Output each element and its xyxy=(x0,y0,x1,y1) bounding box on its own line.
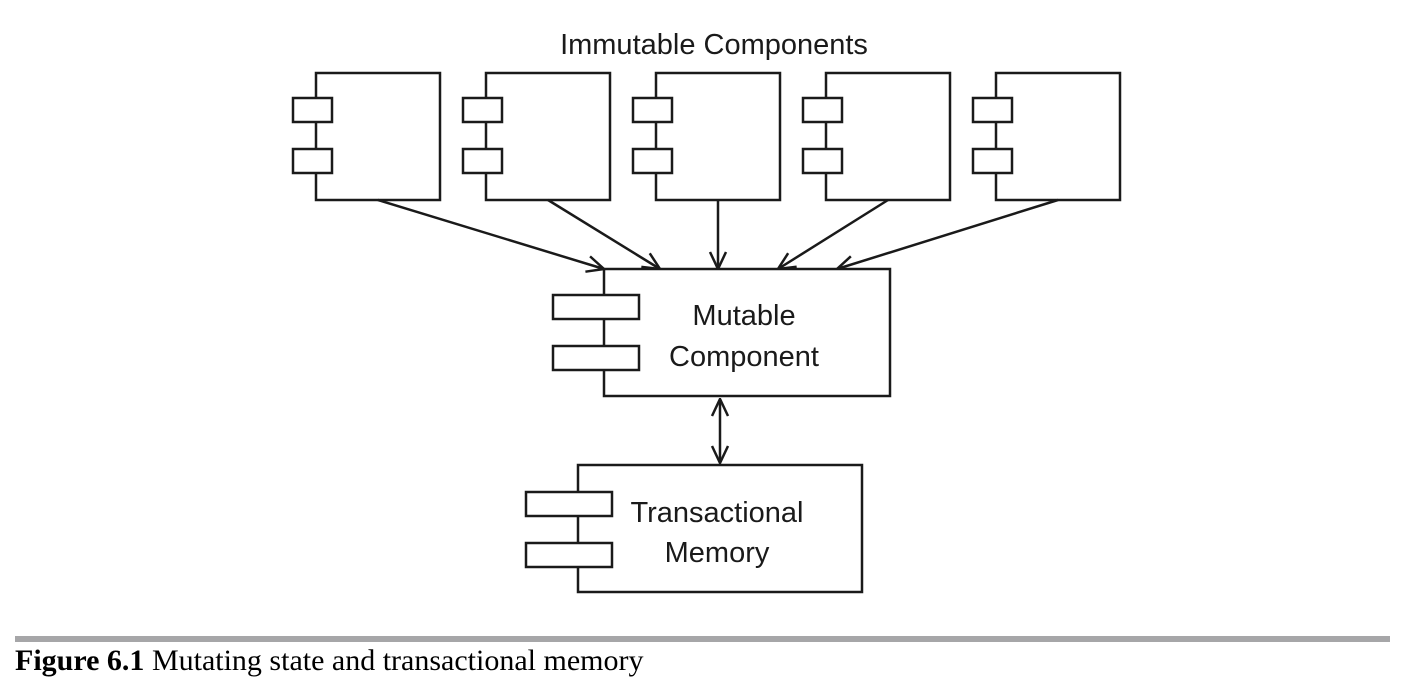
immutable-port-top xyxy=(971,96,1014,124)
arrow-immutable-5 xyxy=(837,198,1059,269)
immutable-component xyxy=(291,71,442,202)
arrow-immutable-4 xyxy=(778,198,889,269)
immutable-component xyxy=(801,71,952,202)
figure-label: Figure 6.1 xyxy=(15,644,145,677)
arrow-immutable-1 xyxy=(377,198,604,269)
transactional-label-line1: Transactional xyxy=(630,497,803,529)
transactional-port-top xyxy=(524,490,614,518)
immutable-component xyxy=(461,71,612,202)
immutable-port-top xyxy=(461,96,504,124)
immutable-port-top xyxy=(801,96,844,124)
immutable-port-top xyxy=(631,96,674,124)
immutable-port-bottom xyxy=(971,147,1014,175)
component-diagram: Immutable Components Mutable Component T… xyxy=(291,29,1122,594)
arrow-immutable-2 xyxy=(547,198,660,269)
immutable-component xyxy=(631,71,782,202)
immutable-component-box xyxy=(314,71,442,202)
transactional-label-line2: Memory xyxy=(665,537,770,569)
immutable-port-bottom xyxy=(801,147,844,175)
mutable-label-line2: Component xyxy=(669,341,819,373)
immutable-component xyxy=(971,71,1122,202)
mutable-port-top xyxy=(551,293,641,321)
transactional-memory-box xyxy=(576,463,864,594)
caption-rule xyxy=(15,636,1390,642)
immutable-component-box xyxy=(654,71,782,202)
immutable-port-top xyxy=(291,96,334,124)
transactional-memory xyxy=(524,463,864,594)
immutable-components xyxy=(291,71,1122,202)
diagram-title: Immutable Components xyxy=(560,29,868,61)
dependency-arrows xyxy=(377,198,1059,463)
mutable-port-bottom xyxy=(551,344,641,372)
immutable-port-bottom xyxy=(291,147,334,175)
immutable-component-box xyxy=(824,71,952,202)
immutable-port-bottom xyxy=(631,147,674,175)
figure-caption: Figure 6.1 Mutating state and transactio… xyxy=(15,644,643,678)
immutable-component-box xyxy=(484,71,612,202)
mutable-component xyxy=(551,267,892,398)
figure-caption-text: Mutating state and transactional memory xyxy=(144,644,644,677)
immutable-port-bottom xyxy=(461,147,504,175)
mutable-component-box xyxy=(602,267,892,398)
mutable-label-line1: Mutable xyxy=(692,300,795,332)
immutable-component-box xyxy=(994,71,1122,202)
transactional-port-bottom xyxy=(524,541,614,569)
